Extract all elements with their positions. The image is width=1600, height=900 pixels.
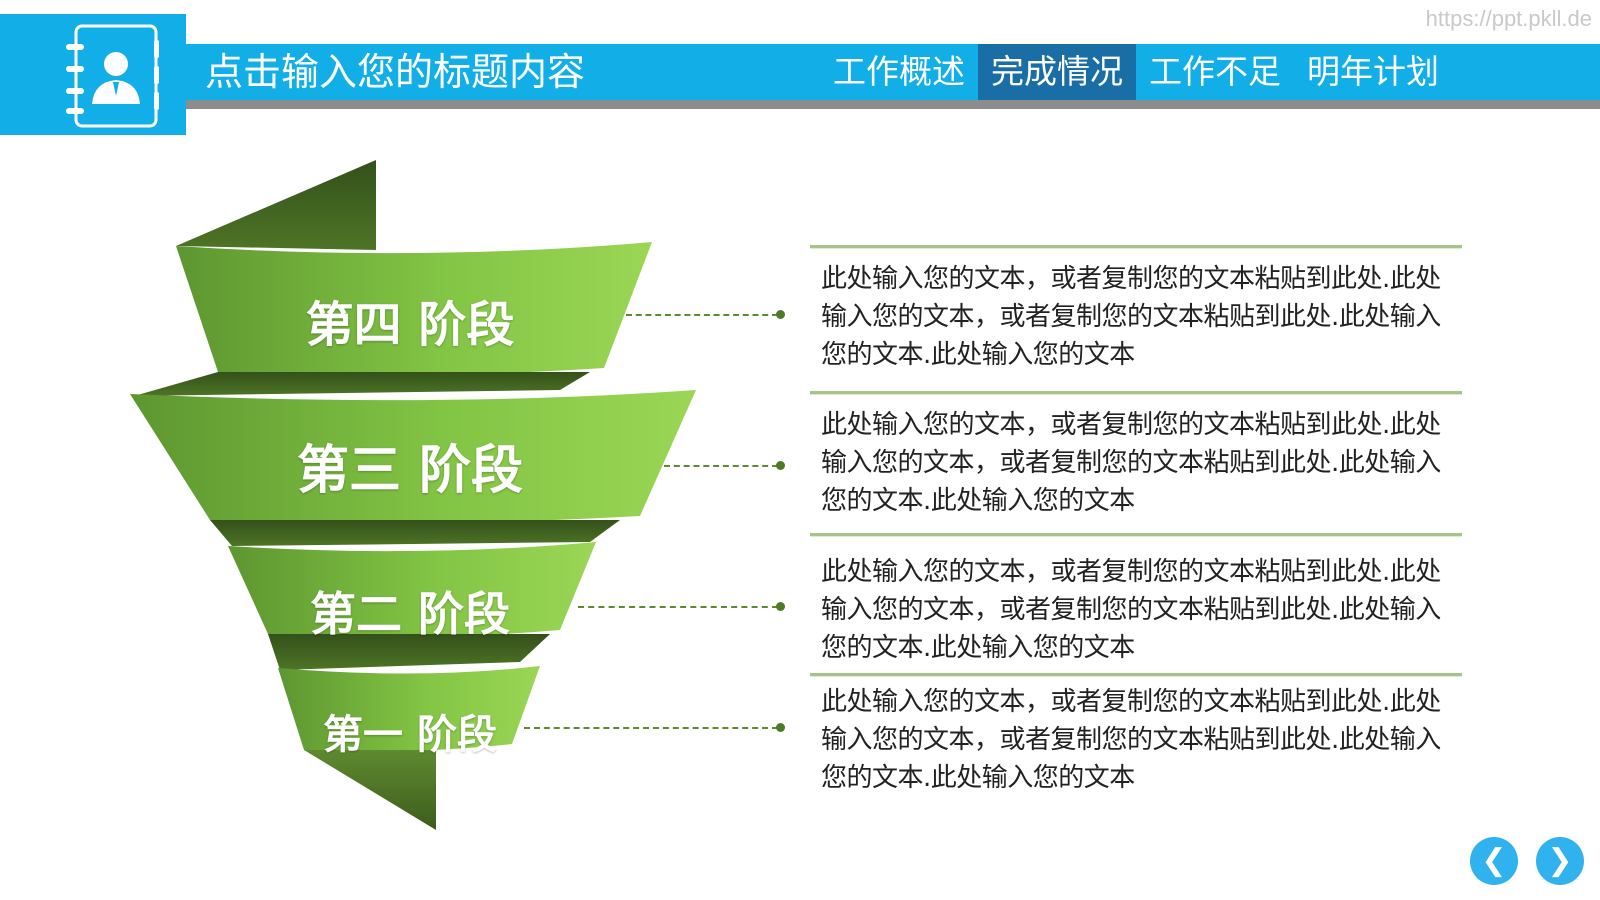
nav-tab-work-shortcomings[interactable]: 工作不足 [1149, 52, 1281, 91]
stage-3-description: 此处输入您的文本，或者复制您的文本粘贴到此处.此处输入您的文本，或者复制您的文本… [821, 410, 1441, 516]
divider-line [810, 533, 1462, 537]
funnel-fold-3-2 [210, 520, 620, 546]
connector-stage-3 [664, 465, 778, 467]
nav-tab-completion-status[interactable]: 完成情况 [978, 44, 1136, 100]
contact-book-icon [66, 24, 159, 128]
funnel-band-stage-1 [278, 666, 540, 752]
stage-3-label: 第三 阶段 [296, 441, 524, 501]
funnel-fold-4-3 [134, 372, 590, 396]
stage-2-description: 此处输入您的文本，或者复制您的文本粘贴到此处.此处输入您的文本，或者复制您的文本… [821, 557, 1441, 663]
connector-stage-4 [626, 314, 778, 316]
stage-1-label: 第一 阶段 [323, 712, 497, 758]
divider-line [810, 245, 1462, 249]
watermark-url: https://ppt.pkll.de [1425, 6, 1592, 31]
chevron-right-icon: ❯ [1547, 843, 1573, 878]
connector-stage-2 [578, 606, 778, 608]
connector-dot-stage-2 [776, 602, 785, 611]
nav-tab-next-year-plan[interactable]: 明年计划 [1307, 52, 1439, 91]
divider-line [810, 391, 1462, 395]
stage-4-label: 第四 阶段 [305, 297, 515, 353]
page-title: 点击输入您的标题内容 [205, 50, 586, 94]
nav-tab-work-overview[interactable]: 工作概述 [833, 52, 965, 91]
stage-2-label: 第二 阶段 [309, 587, 510, 641]
funnel-band-stage-4 [176, 242, 652, 376]
stage-1-description: 此处输入您的文本，或者复制您的文本粘贴到此处.此处输入您的文本，或者复制您的文本… [821, 687, 1441, 793]
connector-dot-stage-3 [776, 461, 785, 470]
funnel-top-flap [176, 160, 376, 250]
divider-line [810, 673, 1462, 677]
connector-dot-stage-1 [776, 723, 785, 732]
stage-4-description: 此处输入您的文本，或者复制您的文本粘贴到此处.此处输入您的文本，或者复制您的文本… [821, 264, 1441, 370]
funnel-fold-2-1 [268, 634, 550, 670]
funnel-band-stage-2 [228, 542, 596, 638]
prev-slide-button[interactable]: ❮ [1470, 837, 1518, 885]
next-slide-button[interactable]: ❯ [1536, 837, 1584, 885]
header-bar [180, 44, 1600, 100]
funnel-bottom-tail [304, 750, 436, 830]
stage-funnel-graphic [130, 160, 696, 830]
chevron-left-icon: ❮ [1481, 843, 1507, 878]
top-nav: 工作概述 完成情况 工作不足 明年计划 [820, 44, 1452, 100]
connector-dot-stage-4 [776, 310, 785, 319]
header-underline [180, 100, 1600, 109]
funnel-band-stage-3 [130, 390, 696, 524]
connector-stage-1 [524, 727, 778, 729]
